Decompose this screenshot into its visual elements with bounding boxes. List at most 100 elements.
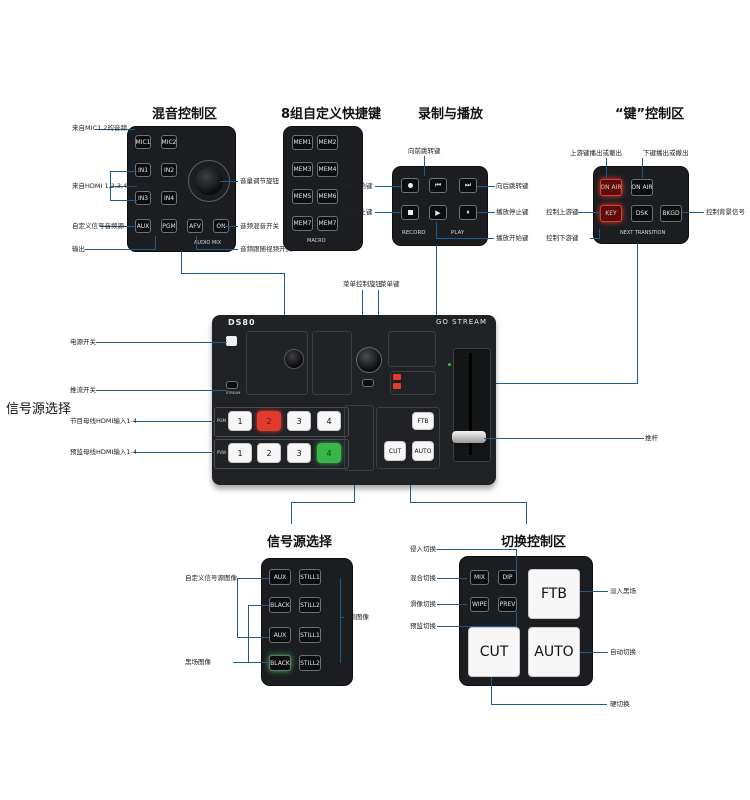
source-black-1[interactable]: BLACK	[269, 597, 291, 613]
key-button[interactable]: KEY	[600, 205, 622, 222]
device-note-knob: 菜单控制旋钮	[343, 280, 382, 288]
source-aux-1[interactable]: AUX	[269, 569, 291, 585]
record-note-back: 向前跳转键	[408, 147, 441, 155]
mix-key-in3[interactable]: IN3	[135, 191, 151, 205]
device-note-pgm: 节目母线HDMI输入1-4	[70, 417, 138, 425]
record-label: RECORD	[402, 230, 426, 236]
keyer-note-dsk-ctrl: 控制下游键	[546, 234, 579, 242]
tbar-handle[interactable]	[452, 431, 486, 443]
mix-key-pgm[interactable]: PGM	[161, 219, 177, 233]
mix-key-in4[interactable]: IN4	[161, 191, 177, 205]
pvw-key-1[interactable]: 1	[228, 443, 252, 463]
wipe-transition-button[interactable]: WIPE	[470, 597, 489, 612]
skip-forward-button[interactable]: ⏭	[459, 178, 477, 193]
macro-key-5[interactable]: MEM5	[292, 189, 313, 204]
macro-key-4[interactable]: MEM4	[317, 162, 338, 177]
pgm-key-2[interactable]: 2	[257, 411, 281, 431]
device-brand: GO STREAM	[436, 318, 487, 326]
pvw-key-3[interactable]: 3	[287, 443, 311, 463]
source-still1-1[interactable]: STILL1	[299, 569, 321, 585]
pgm-bus-label: PGM	[217, 418, 226, 423]
auto-button[interactable]: AUTO	[528, 627, 580, 677]
dsk-on-air-button[interactable]: ON AIR	[631, 179, 653, 196]
source-aux-2[interactable]: AUX	[269, 627, 291, 643]
trans-note-auto: 自动切换	[610, 648, 636, 656]
macro-key-6[interactable]: MEM6	[317, 189, 338, 204]
device-cut-button[interactable]: CUT	[384, 441, 406, 461]
macro-section-title: 8组自定义快捷键	[281, 107, 382, 122]
keyer-panel-label: NEXT TRANSITION	[620, 230, 666, 236]
trans-note-cut: 硬切换	[610, 700, 630, 708]
trans-note-ftb: 淡入黑场	[610, 587, 636, 595]
device-note-tbar: 推杆	[645, 434, 658, 442]
side-label: 信号源选择	[6, 402, 72, 417]
menu-knob[interactable]	[356, 347, 382, 373]
keyer-note-usk: 上游键播出或撤出	[570, 149, 622, 157]
macro-panel-label: MACRO	[307, 238, 326, 244]
keyer-note-key: 控制上游键	[546, 208, 579, 216]
record-note-stop: 录制停止键	[340, 208, 373, 216]
ftb-button[interactable]: FTB	[528, 569, 580, 619]
transition-panel: MIX DIP WIPE PREV FTB CUT AUTO	[460, 557, 592, 685]
menu-button[interactable]	[362, 379, 374, 387]
mix-key-afv[interactable]: AFV	[187, 219, 203, 233]
keyer-panel: ON AIR ON AIR KEY DSK BKGD NEXT TRANSITI…	[594, 167, 688, 243]
mini-volume-knob[interactable]	[284, 349, 304, 369]
skip-back-button[interactable]: ⏮	[429, 178, 447, 193]
prev-transition-button[interactable]: PREV	[498, 597, 517, 612]
mix-note-knob: 音量调节旋钮	[240, 177, 279, 185]
device-auto-button[interactable]: AUTO	[412, 441, 434, 461]
play-button[interactable]: ▶	[429, 205, 447, 220]
trans-section-title: 切换控制区	[501, 535, 567, 550]
pause-button[interactable]: ⏸	[459, 205, 477, 220]
device-body: DS80 GO STREAM STREAM PGM 1 2 3 4 PVW 1 …	[212, 315, 496, 485]
source-still2-1[interactable]: STILL2	[299, 597, 321, 613]
pvw-key-4[interactable]: 4	[317, 443, 341, 463]
record-section-title: 录制与播放	[418, 107, 484, 122]
macro-key-3[interactable]: MEM3	[292, 162, 313, 177]
source-still2-2[interactable]: STILL2	[299, 655, 321, 671]
macro-key-1[interactable]: MEM1	[292, 135, 313, 150]
mix-key-in2[interactable]: IN2	[161, 163, 177, 177]
usk-on-air-button[interactable]: ON AIR	[600, 179, 622, 196]
pgm-key-4[interactable]: 4	[317, 411, 341, 431]
dip-transition-button[interactable]: DIP	[498, 570, 517, 585]
record-note-pause: 播放停止键	[496, 208, 529, 216]
power-button[interactable]	[226, 336, 237, 346]
pgm-bus-frame	[214, 407, 349, 437]
device-ftb-button[interactable]: FTB	[412, 412, 434, 430]
trans-note-wipe: 滑像切换	[410, 600, 436, 608]
macro-key-7[interactable]: MEM7	[292, 216, 313, 231]
record-note-play: 播放开始键	[496, 234, 529, 242]
bkgd-button[interactable]: BKGD	[660, 205, 682, 222]
source-note-still: 静帧图像	[343, 613, 369, 621]
pvw-bus-label: PVW	[217, 450, 227, 455]
mix-key-mic1[interactable]: MIC1	[135, 135, 151, 149]
record-stop-button[interactable]	[401, 205, 419, 220]
mix-note-out: 输出	[72, 245, 85, 253]
record-start-button[interactable]	[401, 178, 419, 193]
mix-key-aux[interactable]: AUX	[135, 219, 151, 233]
source-note-black: 黑场图像	[185, 658, 211, 666]
pgm-key-1[interactable]: 1	[228, 411, 252, 431]
stream-button[interactable]	[226, 381, 238, 389]
macro-key-8[interactable]: MEM7	[317, 216, 338, 231]
device-note-menu: 菜单键	[380, 280, 400, 288]
pvw-key-2[interactable]: 2	[257, 443, 281, 463]
mini-macro-area	[312, 331, 352, 395]
source-note-aux: 自定义信号源图像	[185, 574, 237, 582]
mix-section-title: 混音控制区	[152, 107, 218, 122]
volume-knob[interactable]	[195, 167, 223, 195]
macro-key-2[interactable]: MEM2	[317, 135, 338, 150]
dsk-button[interactable]: DSK	[631, 205, 653, 222]
mini-record-area	[388, 331, 436, 367]
mix-transition-button[interactable]: MIX	[470, 570, 489, 585]
mix-key-in1[interactable]: IN1	[135, 163, 151, 177]
keyer-note-dsk: 下键播出或撤出	[643, 149, 689, 157]
source-still1-2[interactable]: STILL1	[299, 627, 321, 643]
pgm-key-3[interactable]: 3	[287, 411, 311, 431]
cut-button[interactable]: CUT	[468, 627, 520, 677]
mix-key-mic2[interactable]: MIC2	[161, 135, 177, 149]
mix-note-mic: 来自MIC1,2的音频	[72, 124, 127, 132]
source-black-2[interactable]: BLACK	[269, 655, 291, 671]
